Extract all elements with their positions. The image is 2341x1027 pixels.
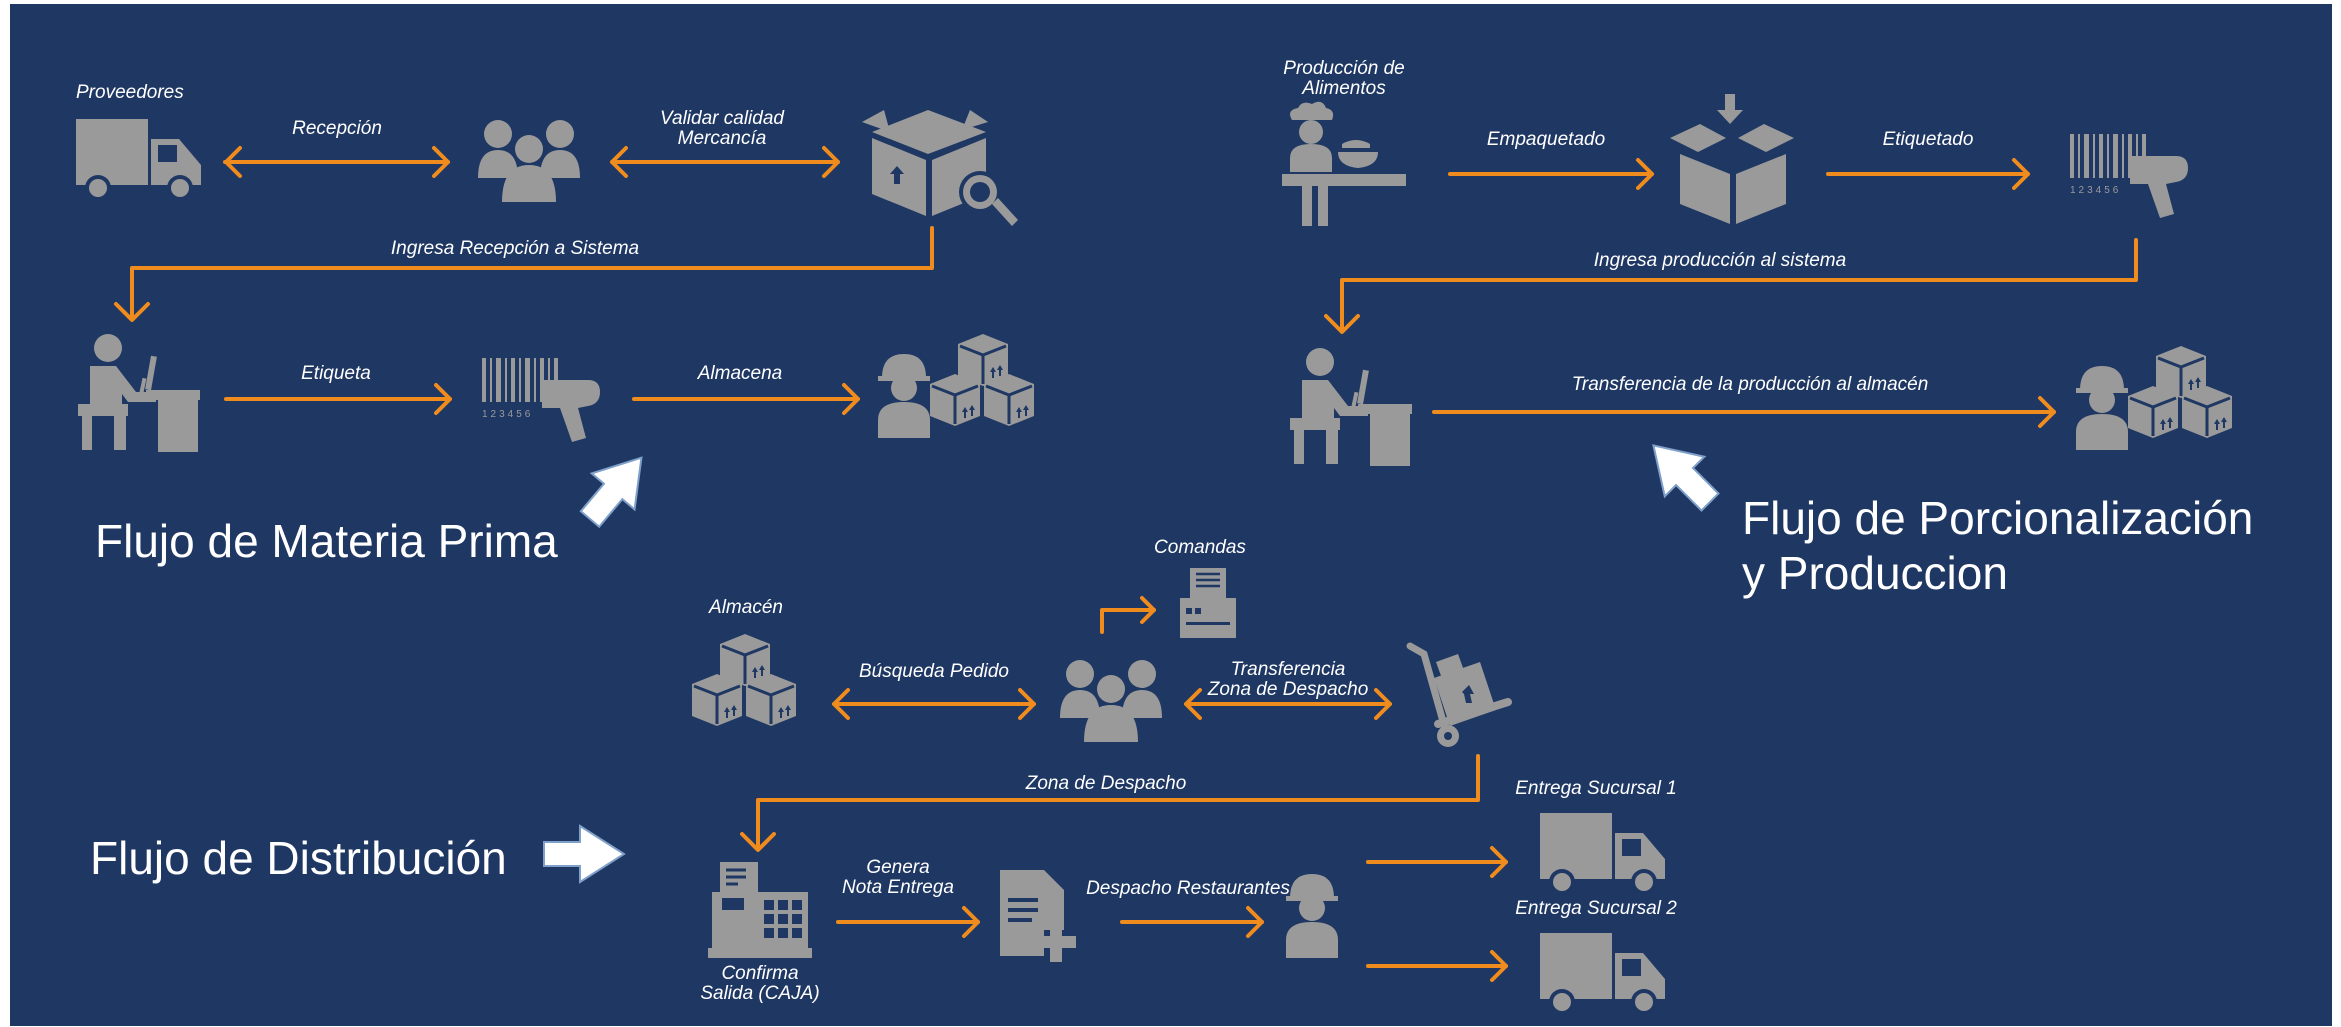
block-arrow-icon-3 bbox=[543, 825, 625, 883]
flow-distribucion: Almacén Búsqueda Pedido Comandas Transfe… bbox=[90, 537, 1677, 1015]
diagram-canvas: Proveedores Recepción Validar calidad Me… bbox=[10, 4, 2332, 1026]
label-sucursal-2: Entrega Sucursal 2 bbox=[1515, 898, 1677, 919]
arrow-empaquetado-head bbox=[1636, 158, 1654, 190]
people-icon-2 bbox=[1060, 660, 1162, 742]
flow-diagram: Proveedores Recepción Validar calidad Me… bbox=[76, 58, 2253, 1015]
title-materia-prima: Flujo de Materia Prima bbox=[95, 515, 558, 567]
worker-icon bbox=[878, 354, 930, 438]
printer-icon bbox=[1178, 566, 1238, 640]
label-confirma-1: Confirma bbox=[721, 963, 798, 984]
boxes-icon bbox=[930, 334, 1034, 426]
label-recepcion: Recepción bbox=[292, 118, 382, 139]
cash-register-icon bbox=[706, 860, 814, 960]
label-produccion-1: Producción de bbox=[1283, 58, 1404, 79]
barcode-digits: 123456 bbox=[482, 409, 533, 420]
boxes-icon-2 bbox=[2128, 346, 2232, 438]
worker-icon-3 bbox=[1286, 874, 1338, 958]
flow-materia-prima: Proveedores Recepción Validar calidad Me… bbox=[76, 82, 1034, 567]
label-almacena: Almacena bbox=[697, 363, 783, 384]
arrow-almacena-head bbox=[842, 383, 860, 415]
label-genera-1: Genera bbox=[866, 857, 929, 878]
truck-icon-3 bbox=[1540, 933, 1665, 1015]
chef-icon bbox=[1282, 101, 1406, 226]
arrow-sucursal-1-head bbox=[1490, 846, 1508, 878]
arrow-etiquetado-head bbox=[2012, 158, 2030, 190]
open-box-icon bbox=[1670, 94, 1794, 224]
arrow-busqueda-heads bbox=[832, 688, 1036, 720]
truck-icon bbox=[76, 119, 201, 201]
truck-icon-2 bbox=[1540, 813, 1665, 895]
label-transferencia-1: Transferencia bbox=[1231, 659, 1346, 680]
arrow-zona-despacho bbox=[756, 754, 1480, 850]
arrow-ingresa-sistema bbox=[130, 226, 934, 320]
arrow-zona-despacho-head bbox=[740, 832, 776, 852]
label-etiqueta: Etiqueta bbox=[301, 363, 371, 384]
block-arrow-icon-2 bbox=[1632, 424, 1731, 523]
title-porcionalizacion-2: y Produccion bbox=[1742, 547, 2008, 599]
label-despacho: Despacho Restaurantes bbox=[1086, 878, 1290, 899]
arrow-recepcion-heads bbox=[224, 146, 450, 178]
barcode-scanner-icon-2 bbox=[2070, 134, 2188, 218]
arrow-sucursal-2-head bbox=[1490, 950, 1508, 982]
arrow-comandas bbox=[1100, 608, 1156, 634]
label-confirma-2: Salida (CAJA) bbox=[700, 983, 819, 1004]
label-sucursal-1: Entrega Sucursal 1 bbox=[1515, 778, 1677, 799]
title-distribucion: Flujo de Distribución bbox=[90, 832, 507, 884]
arrow-transferencia-almacen-head bbox=[2038, 396, 2056, 428]
label-zona-despacho: Zona de Despacho bbox=[1025, 773, 1187, 794]
boxes-icon-3 bbox=[692, 634, 796, 726]
label-genera-2: Nota Entrega bbox=[842, 877, 954, 898]
label-transferencia-2: Zona de Despacho bbox=[1207, 679, 1369, 700]
label-validar-2: Mercancía bbox=[678, 128, 767, 149]
arrow-despacho-head bbox=[1246, 906, 1264, 938]
label-produccion-2: Alimentos bbox=[1301, 78, 1386, 99]
label-comandas: Comandas bbox=[1154, 537, 1246, 558]
label-almacen: Almacén bbox=[708, 597, 783, 618]
arrow-validar-heads bbox=[610, 146, 840, 178]
people-icon bbox=[478, 120, 580, 202]
flow-produccion: Producción de Alimentos Empaquetado Etiq… bbox=[1282, 58, 2253, 599]
barcode-scanner-icon bbox=[482, 358, 600, 442]
label-ingresa-recepcion: Ingresa Recepción a Sistema bbox=[391, 238, 639, 259]
arrow-etiqueta-head bbox=[434, 383, 452, 415]
label-transferencia-almacen: Transferencia de la producción al almacé… bbox=[1572, 374, 1929, 395]
hand-truck-icon bbox=[1410, 646, 1508, 747]
worker-icon-2 bbox=[2076, 366, 2128, 450]
block-arrow-icon bbox=[567, 438, 664, 538]
barcode-digits-2: 123456 bbox=[2070, 185, 2121, 196]
document-add-icon bbox=[998, 868, 1078, 964]
desk-worker-icon-2 bbox=[1290, 348, 1412, 466]
desk-worker-icon bbox=[78, 334, 200, 452]
arrow-ingresa-produccion-head bbox=[1324, 314, 1360, 334]
arrow-ingresa-sistema-head bbox=[114, 302, 150, 322]
label-busqueda: Búsqueda Pedido bbox=[859, 661, 1009, 682]
label-proveedores: Proveedores bbox=[76, 82, 184, 103]
arrow-comandas-head bbox=[1140, 596, 1156, 624]
title-porcionalizacion-1: Flujo de Porcionalización bbox=[1742, 492, 2253, 544]
label-validar-1: Validar calidad bbox=[660, 108, 785, 129]
arrow-ingresa-produccion bbox=[1340, 238, 2138, 332]
arrow-genera-head bbox=[962, 906, 980, 938]
label-ingresa-produccion: Ingresa producción al sistema bbox=[1594, 250, 1846, 271]
label-empaquetado: Empaquetado bbox=[1487, 129, 1605, 150]
box-search-icon bbox=[862, 110, 1018, 226]
label-etiquetado: Etiquetado bbox=[1883, 129, 1974, 150]
arrow-transferencia-zona-heads bbox=[1184, 688, 1392, 720]
